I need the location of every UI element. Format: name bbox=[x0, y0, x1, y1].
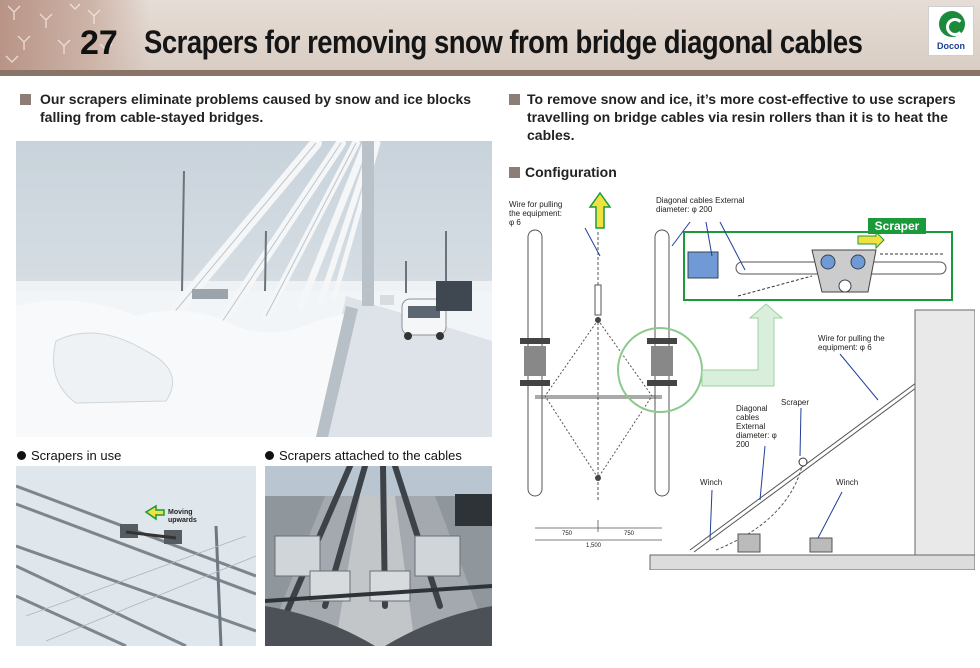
scraper-tag: Scraper bbox=[868, 218, 926, 234]
bullet-square-icon bbox=[509, 167, 520, 178]
snowy-bridge-photo bbox=[16, 141, 492, 437]
caption-text: Scrapers attached to the cables bbox=[279, 448, 462, 463]
scrapers-attached-photo bbox=[265, 466, 492, 646]
bullet-dot-icon bbox=[17, 451, 26, 460]
label-wire-pulling-side: Wire for pulling the equipment: φ 6 bbox=[818, 334, 885, 352]
header-decoration bbox=[0, 0, 150, 70]
label-wire-pulling: Wire for pulling the equipment: φ 6 bbox=[509, 200, 563, 227]
dimension-left: 750 bbox=[562, 531, 573, 537]
bullet-square-icon bbox=[20, 94, 31, 105]
dimension-right: 750 bbox=[624, 531, 635, 537]
intro-right-text: To remove snow and ice, it’s more cost-e… bbox=[527, 91, 956, 143]
configuration-diagram bbox=[520, 191, 975, 570]
bullet-square-icon bbox=[509, 94, 520, 105]
label-diagonal-cables-side: Diagonal cables External diameter: φ 200 bbox=[736, 404, 777, 449]
dimension-total: 1,500 bbox=[586, 543, 602, 549]
moving-label-line1: Moving bbox=[168, 509, 193, 516]
label-winch-right: Winch bbox=[836, 478, 859, 487]
page-title: Scrapers for removing snow from bridge d… bbox=[144, 24, 863, 60]
header-band bbox=[0, 70, 980, 76]
logo-mark-icon bbox=[939, 11, 965, 37]
caption-text: Scrapers in use bbox=[31, 448, 122, 463]
label-scraper: Scraper bbox=[781, 398, 810, 407]
logo-text: Docon bbox=[937, 41, 965, 51]
company-logo: Docon bbox=[928, 6, 974, 56]
caption-scrapers-in-use: Scrapers in use bbox=[17, 448, 121, 463]
intro-left-text: Our scrapers eliminate problems caused b… bbox=[40, 91, 472, 125]
bullet-dot-icon bbox=[265, 451, 274, 460]
label-winch-left: Winch bbox=[700, 478, 723, 487]
slide-number: 27 bbox=[80, 24, 118, 62]
label-diagonal-cables: Diagonal cables External diameter: φ 200 bbox=[656, 196, 745, 214]
moving-label-line2: upwards bbox=[168, 517, 197, 524]
header-bar: 27 Scrapers for removing snow from bridg… bbox=[0, 0, 980, 76]
configuration-heading: Configuration bbox=[525, 164, 617, 180]
caption-scrapers-attached: Scrapers attached to the cables bbox=[265, 448, 462, 463]
